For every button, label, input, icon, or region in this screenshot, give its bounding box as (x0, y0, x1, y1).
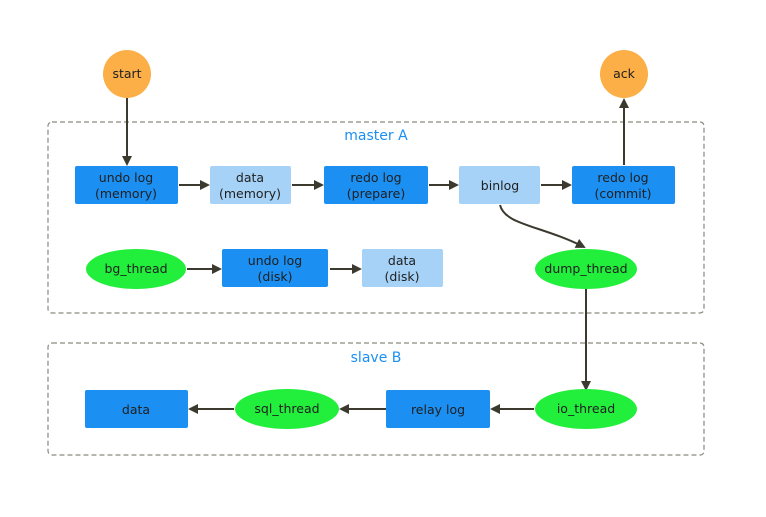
data-disk-line1: data (388, 253, 416, 268)
arrows (122, 98, 629, 414)
undo-log-disk-line2: (disk) (258, 269, 293, 284)
undo-log-memory-node: undo log (memory) (75, 166, 178, 204)
master-group-title: master A (344, 128, 408, 144)
redo-log-prepare-line2: (prepare) (347, 186, 405, 201)
data-slave-node: data (85, 390, 188, 428)
undo-log-disk-line1: undo log (248, 253, 302, 268)
start-node: start (103, 50, 151, 98)
io-thread-node: io_thread (535, 389, 637, 429)
relay-log-label: relay log (411, 402, 465, 417)
relay-log-node: relay log (386, 390, 490, 428)
bg-thread-label: bg_thread (104, 261, 167, 276)
data-memory-node: data (memory) (210, 166, 291, 204)
undo-log-memory-line1: undo log (99, 170, 153, 185)
master-group-box (47, 121, 705, 314)
slave-group-title: slave B (351, 350, 402, 366)
ack-node: ack (600, 50, 648, 98)
binlog-node: binlog (459, 166, 540, 204)
bg-thread-node: bg_thread (86, 249, 186, 289)
redo-log-prepare-node: redo log (prepare) (324, 166, 428, 204)
redo-log-commit-line2: (commit) (594, 186, 651, 201)
data-slave-label: data (122, 402, 150, 417)
data-memory-line2: (memory) (219, 186, 281, 201)
sql-thread-node: sql_thread (235, 389, 339, 429)
sql-thread-label: sql_thread (254, 401, 319, 416)
io-thread-label: io_thread (557, 401, 615, 416)
arrow-binlog-to-dump-thread (499, 204, 586, 248)
data-memory-line1: data (236, 170, 264, 185)
data-disk-line2: (disk) (385, 269, 420, 284)
slave-group-box (47, 342, 705, 456)
start-label: start (112, 66, 141, 81)
redo-log-commit-line1: redo log (597, 170, 648, 185)
redo-log-commit-node: redo log (commit) (572, 166, 675, 204)
binlog-label: binlog (481, 178, 519, 193)
undo-log-disk-node: undo log (disk) (222, 249, 328, 287)
undo-log-memory-line2: (memory) (95, 186, 157, 201)
data-disk-node: data (disk) (362, 249, 443, 287)
dump-thread-node: dump_thread (535, 249, 637, 289)
redo-log-prepare-line1: redo log (350, 170, 401, 185)
ack-label: ack (613, 66, 636, 81)
dump-thread-label: dump_thread (544, 261, 627, 276)
